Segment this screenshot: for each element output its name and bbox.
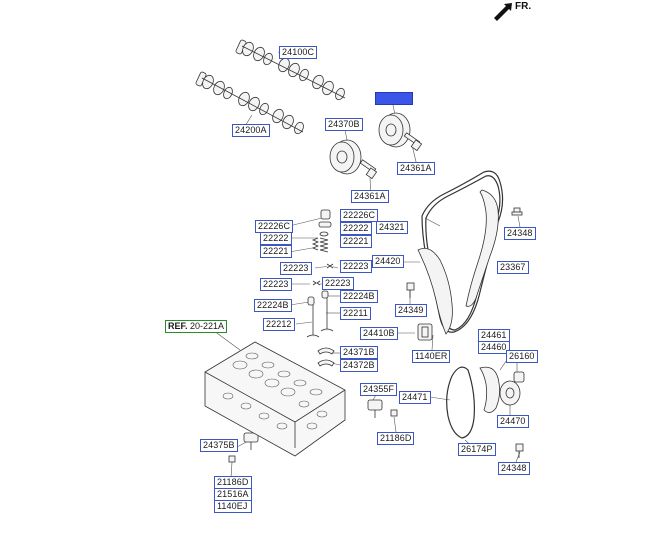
tensioner-24410b (417, 323, 433, 341)
part-label-22226c-right[interactable]: 22226C (340, 209, 379, 222)
part-label-24100c[interactable]: 24100C (279, 46, 318, 59)
part-label-24348-bottom[interactable]: 24348 (498, 462, 530, 475)
part-label-24372b[interactable]: 24372B (340, 359, 378, 372)
part-label-24350d[interactable]: 24350D (375, 92, 414, 105)
cam-sprocket-24350d (378, 112, 411, 148)
orientation-label: FR. (515, 1, 532, 12)
part-label-24349[interactable]: 24349 (395, 304, 427, 317)
reference-code: 20-221A (190, 321, 225, 331)
part-label-22212[interactable]: 22212 (263, 318, 295, 331)
part-label-24200a[interactable]: 24200A (232, 124, 270, 137)
part-label-22223-c[interactable]: 22223 (260, 278, 292, 291)
part-label-stack-24461-24460: 24461 24460 (478, 329, 510, 354)
part-label-24361a-left[interactable]: 24361A (351, 190, 389, 203)
bolt-21186d-bottom (228, 455, 236, 463)
part-label-24355f[interactable]: 24355F (360, 383, 398, 396)
front-direction-arrow-icon (494, 3, 512, 21)
cam-caps-24371b-24372b (317, 347, 335, 367)
part-label-24471[interactable]: 24471 (399, 391, 431, 404)
cylinder-head (204, 341, 346, 457)
bolt-24349 (406, 282, 415, 298)
part-label-stack-bottom: 21186D 21516A 1140EJ (214, 476, 252, 513)
part-label-22224b-right[interactable]: 22224B (340, 290, 378, 303)
camshaft-24200a (195, 71, 304, 135)
reference-prefix: REF. (168, 321, 188, 331)
part-label-24348-top[interactable]: 24348 (504, 227, 536, 240)
part-label-22211[interactable]: 22211 (340, 307, 371, 320)
part-label-24371b[interactable]: 24371B (340, 346, 378, 359)
part-label-22224b-left[interactable]: 22224B (254, 299, 292, 312)
part-label-23367[interactable]: 23367 (497, 261, 529, 274)
part-label-22223-d[interactable]: 22223 (322, 277, 354, 290)
sensor-24355f (367, 399, 383, 418)
part-label-24420[interactable]: 24420 (372, 255, 404, 268)
tensioner-24460 (479, 366, 500, 413)
camshaft-24100c (235, 39, 346, 101)
cam-sprocket-24370b (329, 139, 362, 175)
part-label-22221-left[interactable]: 22221 (260, 245, 292, 258)
bolt-24348-top (511, 207, 523, 216)
part-label-1140ej[interactable]: 1140EJ (214, 500, 252, 513)
part-label-24361a-right[interactable]: 24361A (397, 162, 435, 175)
part-label-24321[interactable]: 24321 (376, 221, 408, 234)
part-label-26160[interactable]: 26160 (506, 350, 538, 363)
part-label-22223-a[interactable]: 22223 (280, 262, 312, 275)
sensor-24375b (243, 432, 259, 450)
reference-label[interactable]: REF. 20-221A (165, 320, 228, 333)
chain-guide-23367 (465, 189, 499, 307)
valve-train-parts (306, 209, 334, 338)
part-label-24410b[interactable]: 24410B (360, 327, 398, 340)
part-label-22223-b[interactable]: 22223 (340, 260, 372, 273)
bolt-24348-bottom (515, 443, 524, 458)
bolt-21186d-mid (390, 409, 398, 417)
part-label-24375b[interactable]: 24375B (200, 439, 238, 452)
bolt-24361a-right (403, 132, 423, 152)
part-label-22221-right[interactable]: 22221 (340, 235, 372, 248)
part-label-1140er[interactable]: 1140ER (412, 350, 451, 363)
oil-pump-gear-26160 (513, 371, 525, 383)
bolt-24361a-left (359, 159, 378, 180)
part-label-22222-left[interactable]: 22222 (260, 232, 292, 245)
sprocket-24470 (499, 380, 521, 406)
part-label-24460[interactable]: 24460 (478, 341, 510, 354)
part-label-21186d-mid[interactable]: 21186D (377, 432, 415, 445)
oil-pump-chain-24471 (446, 366, 475, 439)
part-label-24470[interactable]: 24470 (497, 415, 529, 428)
part-label-24370b[interactable]: 24370B (325, 118, 363, 131)
part-label-22222-right[interactable]: 22222 (340, 222, 372, 235)
tensioner-arm-24420 (417, 247, 453, 335)
part-label-26174p[interactable]: 26174P (458, 443, 496, 456)
